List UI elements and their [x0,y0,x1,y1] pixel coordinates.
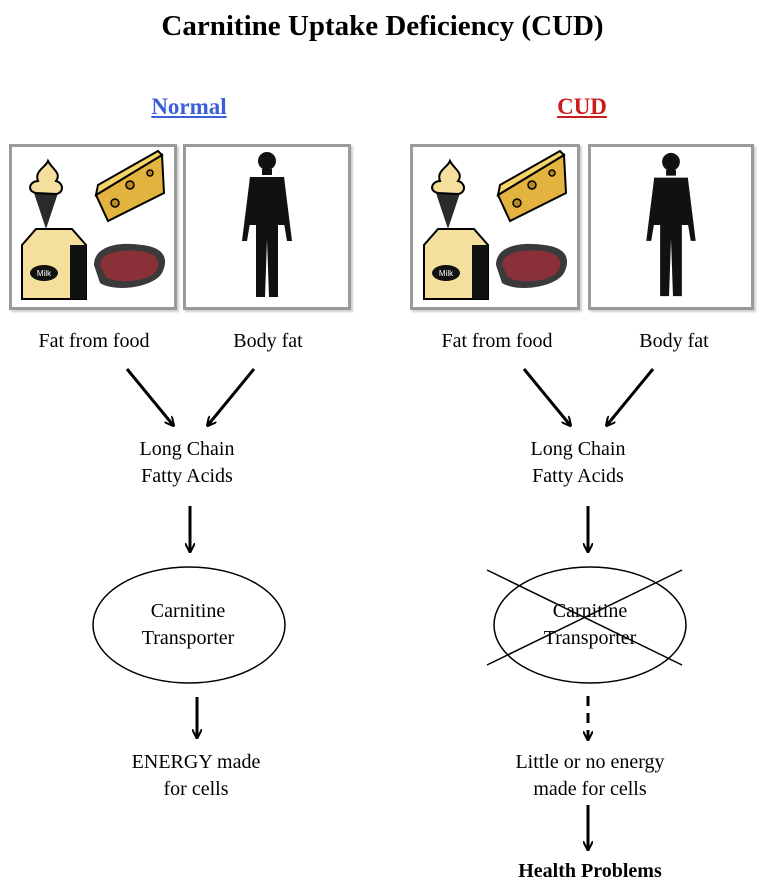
cud-food-panel: Milk [410,144,580,310]
page-title: Carnitine Uptake Deficiency (CUD) [161,10,604,42]
cud-fat-from-food-label: Fat from food [441,330,553,352]
cud-body-fat-label: Body fat [639,330,709,352]
steak-icon [94,243,166,288]
normal-bodyfat-arrow [208,368,256,425]
cud-bodyfat-arrow [607,368,655,425]
normal-fat-from-food-label: Fat from food [38,330,150,352]
cud-heading: CUD [557,94,607,119]
cud-fatty-acids-label: Long Chain Fatty Acids [530,438,626,487]
milk-carton-text: Milk [439,269,454,278]
normal-body-panel [183,144,351,310]
normal-transporter-label: Carnitine Transporter [141,600,235,649]
milk-carton-icon: Milk [21,228,87,300]
ice-cream-icon [431,158,465,229]
normal-energy-label: ENERGY made for cells [131,751,261,800]
normal-body-fat-label: Body fat [233,330,303,352]
human-silhouette-icon [242,152,292,297]
cheese-icon [94,149,166,223]
cud-body-panel [588,144,754,310]
cud-energy-label: Little or no energy made for cells [515,751,665,800]
normal-heading: Normal [151,94,227,119]
human-silhouette-icon [646,152,696,297]
cheese-icon [496,149,568,223]
ice-cream-icon [29,158,63,229]
steak-icon [496,243,568,288]
cud-health-problems-label: Health Problems [518,860,662,882]
normal-fatty-acids-label: Long Chain Fatty Acids [139,438,235,487]
cud-transporter-cross-icon [486,569,683,666]
milk-carton-text: Milk [37,269,52,278]
normal-food-arrow [125,368,173,425]
normal-transporter-ellipse [92,566,286,684]
milk-carton-icon: Milk [423,228,489,300]
cud-food-arrow [522,368,570,425]
cud-transporter-ellipse [493,566,687,684]
normal-food-panel: Milk [9,144,177,310]
